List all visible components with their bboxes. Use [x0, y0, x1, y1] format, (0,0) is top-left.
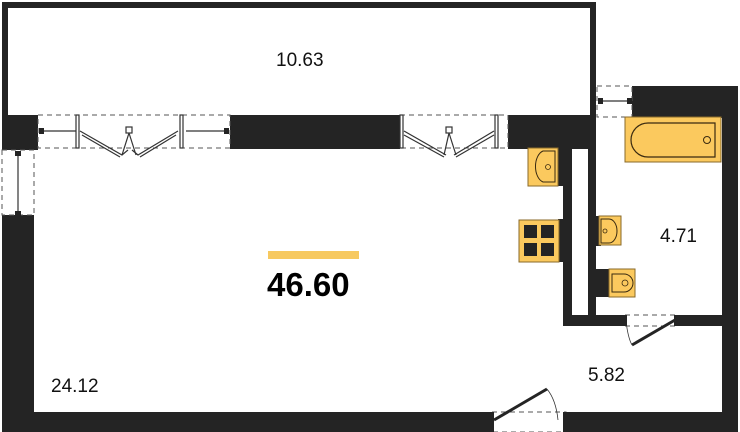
balcony-area-label: 10.63: [276, 50, 324, 71]
bathroom-area-label: 4.71: [660, 226, 697, 247]
toilet-icon: [596, 268, 636, 298]
balcony-walls: [2, 2, 596, 115]
kitchen-sink-icon: [527, 147, 563, 187]
living-room-area-label: 24.12: [51, 376, 99, 397]
bathroom-door: [623, 314, 678, 347]
hallway-area-label: 5.82: [588, 365, 625, 386]
window-hinges: [15, 98, 632, 216]
stove-icon: [518, 219, 563, 263]
total-area-accent-bar: [268, 251, 359, 259]
exterior-walls: [2, 86, 738, 432]
bathtub-icon: [624, 116, 722, 163]
window-panes: [17, 100, 628, 212]
bathroom-sink-icon: [596, 215, 622, 246]
total-area-label: 46.60: [267, 266, 350, 303]
entrance-door: [490, 387, 567, 432]
